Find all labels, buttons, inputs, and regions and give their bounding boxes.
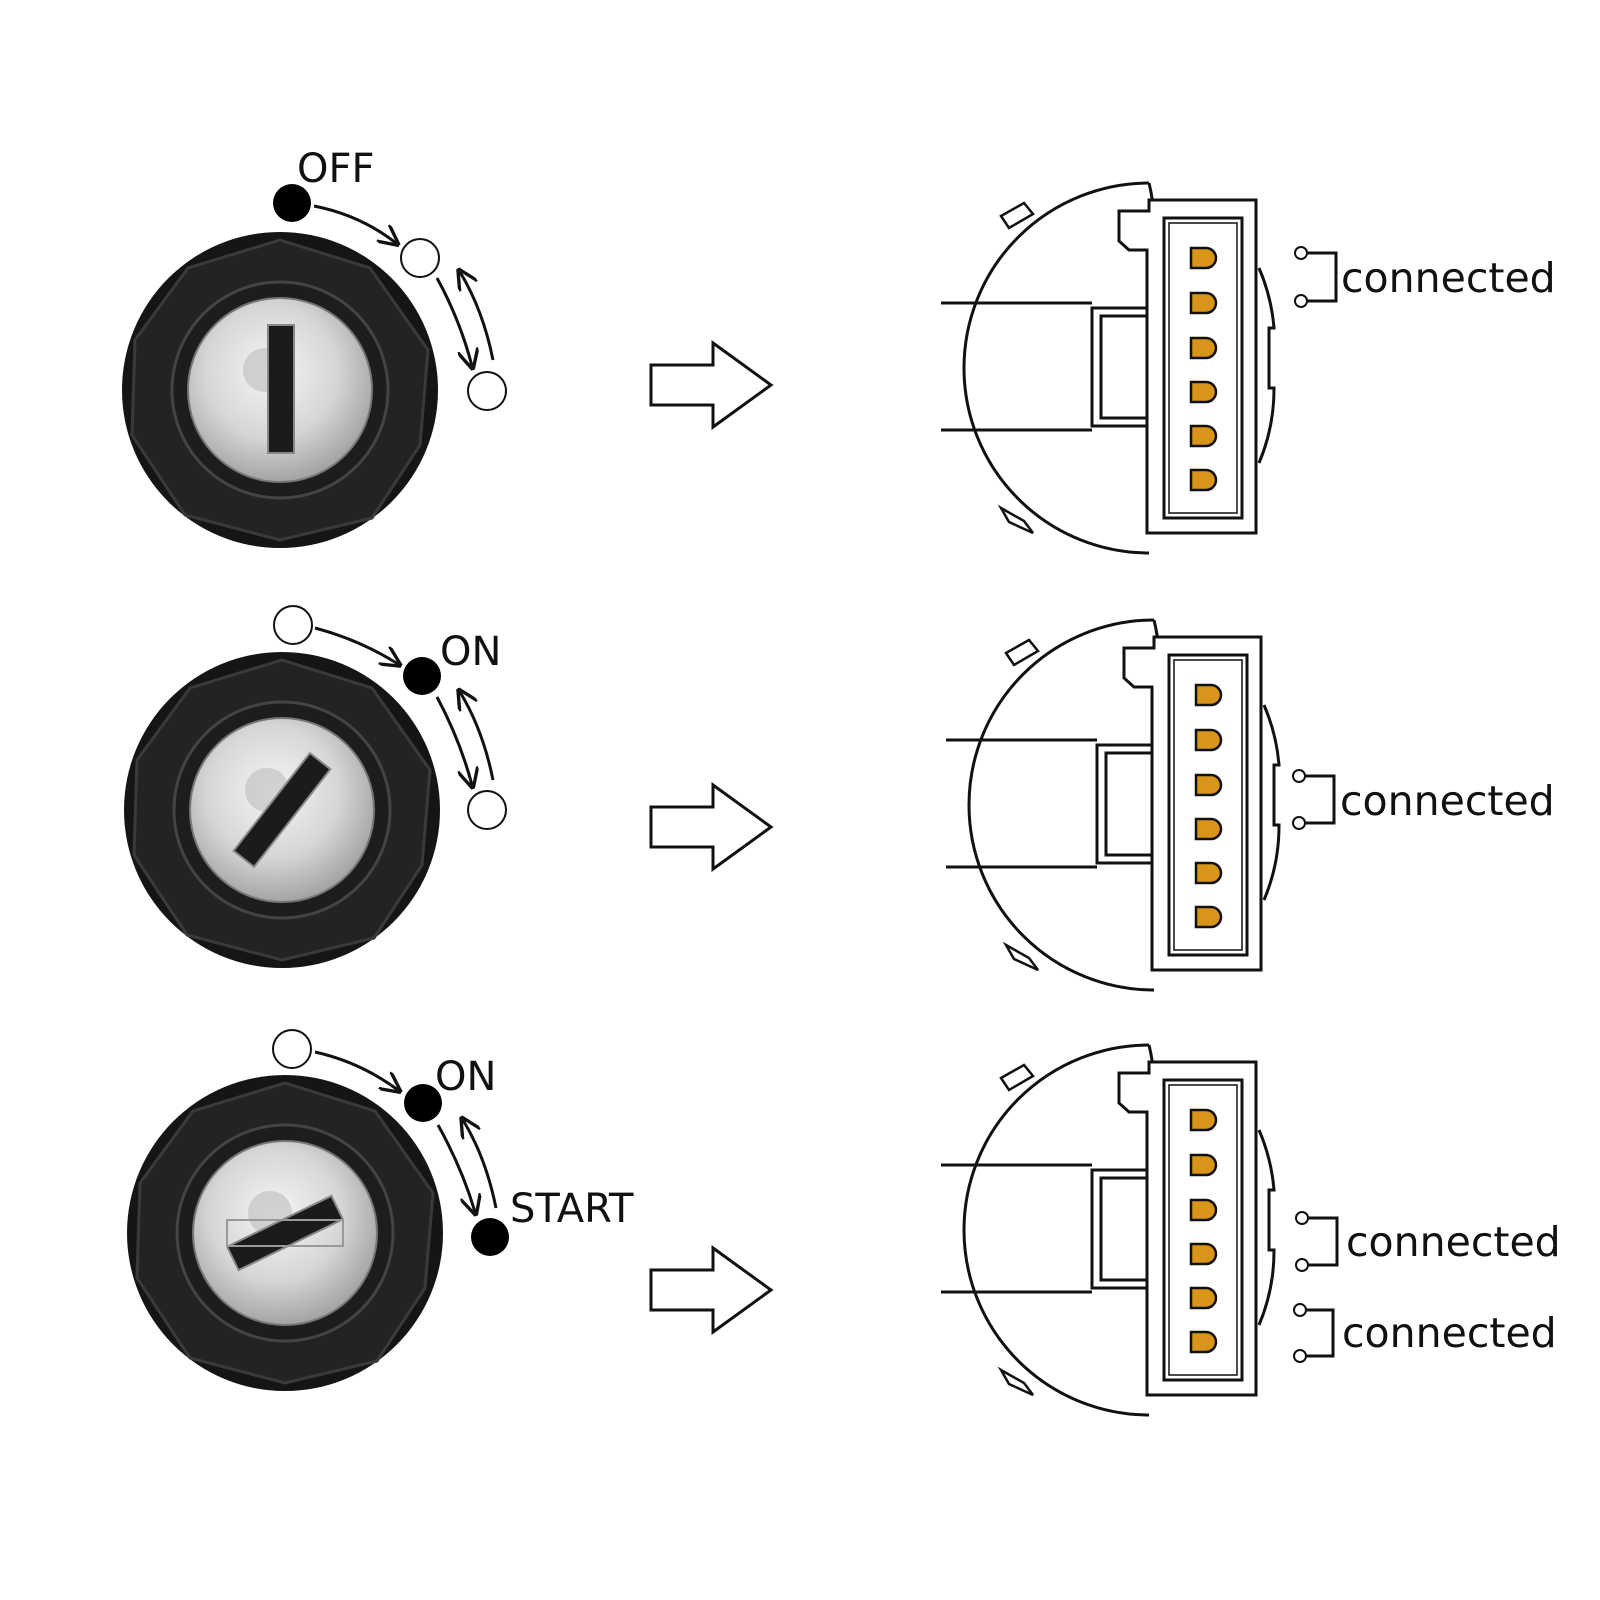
position-dot-on bbox=[400, 238, 440, 278]
connector-circle-icon bbox=[939, 181, 1276, 555]
connection-label: connected bbox=[1342, 1309, 1557, 1357]
spring-return-arrow-icon bbox=[435, 696, 472, 785]
connection-label: connected bbox=[1340, 777, 1555, 825]
row-on: ON connected bbox=[122, 605, 1555, 992]
row-start: ON START connected connected bbox=[125, 1029, 1561, 1417]
position-dot-start bbox=[467, 790, 507, 830]
connector-circle-icon bbox=[939, 1043, 1276, 1417]
connection-bracket bbox=[1293, 1303, 1335, 1363]
ignition-knob-icon bbox=[122, 650, 442, 970]
ignition-knob-icon bbox=[120, 230, 440, 550]
connector-circle-icon bbox=[944, 618, 1281, 992]
connection-bracket bbox=[1294, 246, 1338, 308]
connection-bracket bbox=[1292, 769, 1336, 830]
position-dot-start bbox=[467, 371, 507, 411]
position-label: OFF bbox=[297, 146, 375, 192]
spring-return-arrow-icon bbox=[436, 1124, 475, 1212]
position-dot-start bbox=[471, 1218, 509, 1256]
arrow-right-icon bbox=[649, 341, 773, 429]
spring-return-arrow-icon bbox=[435, 277, 472, 366]
arrow-right-icon bbox=[649, 1246, 773, 1334]
position-label: ON bbox=[435, 1054, 496, 1100]
position-dot-off bbox=[272, 1029, 312, 1069]
rotation-arrow-icon bbox=[314, 1050, 398, 1090]
connection-label: connected bbox=[1341, 254, 1556, 302]
position-dot-on bbox=[404, 1084, 442, 1122]
position-label: ON bbox=[440, 629, 501, 675]
arrow-right-icon bbox=[649, 783, 773, 871]
connection-label: connected bbox=[1346, 1218, 1561, 1266]
position-dot-off bbox=[273, 605, 313, 645]
position-dot-on bbox=[403, 657, 441, 695]
rotation-arrow-icon bbox=[313, 204, 396, 243]
rotation-arrow-icon bbox=[314, 626, 398, 664]
connection-bracket bbox=[1295, 1211, 1339, 1272]
row-off: OFF connected bbox=[120, 146, 1556, 555]
position-dot-off bbox=[273, 184, 311, 222]
start-label: START bbox=[510, 1186, 634, 1232]
ignition-knob-icon bbox=[125, 1073, 445, 1393]
